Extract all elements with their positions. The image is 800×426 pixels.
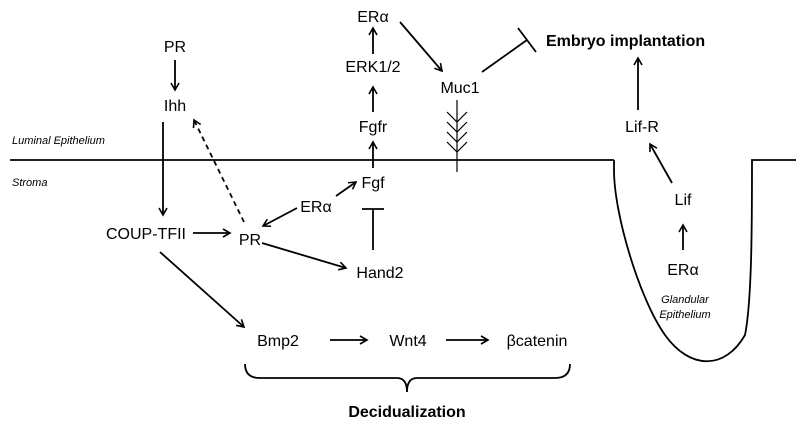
node-hand2: Hand2 bbox=[356, 265, 403, 282]
node-pr-stroma: PR bbox=[239, 232, 261, 249]
node-muc1: Muc1 bbox=[440, 80, 479, 97]
node-bmp2: Bmp2 bbox=[257, 333, 299, 350]
node-bcatenin: βcatenin bbox=[507, 333, 568, 350]
node-erk12: ERK1/2 bbox=[345, 59, 400, 76]
node-era-gland: ERα bbox=[667, 262, 698, 279]
arrow-lif-to-lifr bbox=[649, 142, 673, 184]
arrow-pr-to-hand2 bbox=[261, 242, 348, 271]
muc1-glycoprotein-icon bbox=[446, 100, 468, 172]
node-fgfr: Fgfr bbox=[359, 119, 388, 136]
epithelium-label: Epithelium bbox=[659, 309, 710, 321]
arrow-coup-to-bmp2 bbox=[159, 251, 246, 329]
stroma-label: Stroma bbox=[12, 177, 47, 189]
arrow-era-to-fgf bbox=[335, 181, 358, 197]
node-era-top: ERα bbox=[357, 9, 388, 26]
node-ihh: Ihh bbox=[164, 98, 186, 115]
arrow-pr-to-ihh-dashed bbox=[192, 118, 245, 223]
arrow-era-to-muc1 bbox=[399, 21, 444, 73]
node-wnt4: Wnt4 bbox=[389, 333, 426, 350]
node-lif: Lif bbox=[675, 192, 692, 209]
node-embryo-implantation: Embryo implantation bbox=[546, 33, 705, 50]
decidualization-brace bbox=[244, 363, 571, 393]
node-coup-tfii: COUP-TFII bbox=[106, 226, 186, 243]
glandular-label: Glandular bbox=[661, 294, 710, 306]
node-lif-r: Lif-R bbox=[625, 119, 659, 136]
node-era-stroma: ERα bbox=[300, 199, 331, 216]
luminal-epithelium-label: Luminal Epithelium bbox=[12, 135, 105, 147]
gland-outline bbox=[613, 159, 796, 362]
inhibit-muc1-embryo-stem bbox=[481, 39, 528, 73]
arrow-pr-to-era bbox=[261, 207, 298, 228]
node-decidualization: Decidualization bbox=[348, 404, 465, 421]
inhibit-muc1-embryo-bar bbox=[517, 27, 537, 53]
node-fgf: Fgf bbox=[361, 175, 385, 192]
node-pr-top: PR bbox=[164, 39, 186, 56]
